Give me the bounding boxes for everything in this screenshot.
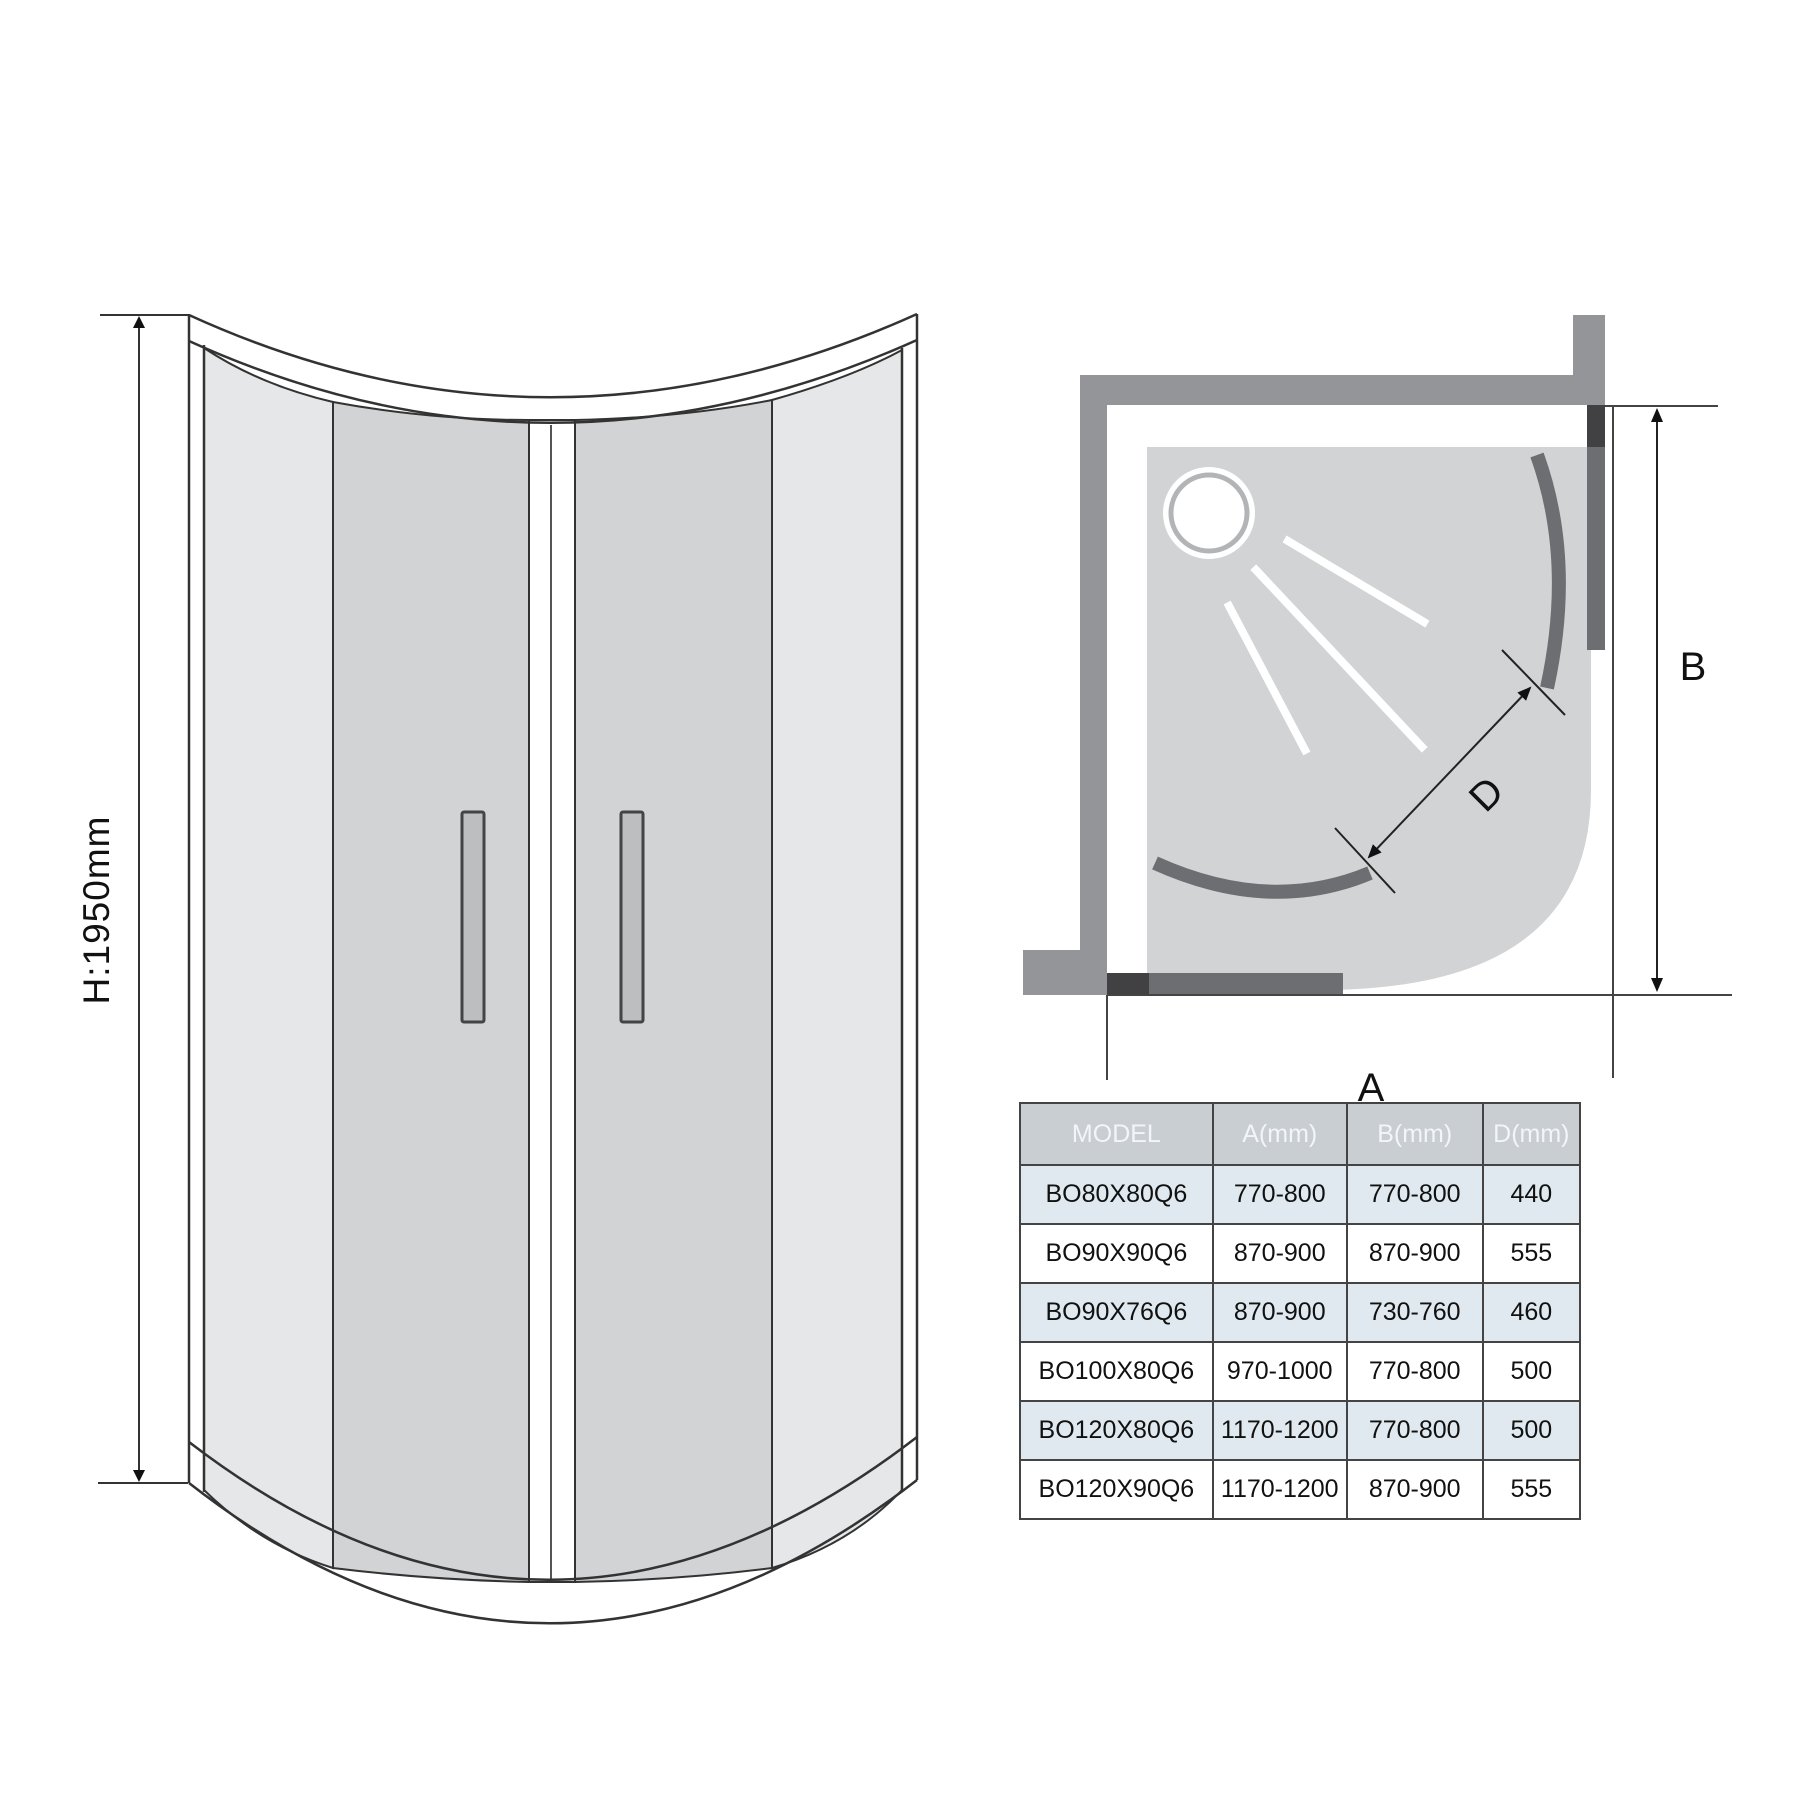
cell-model: BO100X80Q6 (1019, 1341, 1214, 1402)
door-handle-right (619, 810, 645, 1024)
cell-model: BO120X90Q6 (1019, 1459, 1214, 1520)
post-bottom (1107, 973, 1149, 995)
glass-panels (203, 346, 903, 1584)
header-b: B(mm) (1345, 1102, 1484, 1166)
header-d: D(mm) (1481, 1102, 1582, 1166)
header-model: MODEL (1019, 1102, 1214, 1166)
cell-model: BO90X76Q6 (1019, 1282, 1214, 1343)
cell-a: 1170-1200 (1211, 1400, 1348, 1461)
cell-a: 970-1000 (1211, 1341, 1348, 1402)
header-a: A(mm) (1211, 1102, 1348, 1166)
cell-d: 500 (1481, 1341, 1582, 1402)
table-row: BO120X80Q6 1170-1200 770-800 500 (1019, 1400, 1582, 1461)
enclosure-elevation (98, 312, 919, 1625)
cell-b: 730-760 (1345, 1282, 1484, 1343)
door-arc-right (1530, 452, 1566, 690)
cell-d: 460 (1481, 1282, 1582, 1343)
post-right (1587, 405, 1605, 447)
enclosure-frame (187, 312, 919, 1625)
cell-b: 770-800 (1345, 1341, 1484, 1402)
cell-b: 770-800 (1345, 1164, 1484, 1225)
cell-model: BO120X80Q6 (1019, 1400, 1214, 1461)
table-header-row: MODEL A(mm) B(mm) D(mm) (1019, 1102, 1582, 1166)
cell-model: BO90X90Q6 (1019, 1223, 1214, 1284)
table-row: BO100X80Q6 970-1000 770-800 500 (1019, 1341, 1582, 1402)
cell-a: 1170-1200 (1211, 1459, 1348, 1520)
cell-d: 555 (1481, 1459, 1582, 1520)
dimension-lines (1106, 405, 1732, 1080)
cell-d: 500 (1481, 1400, 1582, 1461)
table-row: BO90X76Q6 870-900 730-760 460 (1019, 1282, 1582, 1343)
door-arc-bottom (1152, 856, 1373, 899)
model-size-table: MODEL A(mm) B(mm) D(mm) BO80X80Q6 770-80… (1019, 1102, 1582, 1520)
cell-model: BO80X80Q6 (1019, 1164, 1214, 1225)
cell-a: 870-900 (1211, 1223, 1348, 1284)
cell-a: 870-900 (1211, 1282, 1348, 1343)
cell-b: 770-800 (1345, 1400, 1484, 1461)
cell-d: 555 (1481, 1223, 1582, 1284)
cell-b: 870-900 (1345, 1223, 1484, 1284)
dimension-b-label: B (1679, 645, 1707, 689)
cell-b: 870-900 (1345, 1459, 1484, 1520)
rail-right (1587, 445, 1605, 650)
wall (1023, 315, 1605, 995)
height-dimension (98, 314, 190, 1484)
table-row: BO80X80Q6 770-800 770-800 440 (1019, 1164, 1582, 1225)
door-handle-left (460, 810, 486, 1024)
cell-a: 770-800 (1211, 1164, 1348, 1225)
table-row: BO90X90Q6 870-900 870-900 555 (1019, 1223, 1582, 1284)
rail-bottom (1149, 973, 1343, 995)
plan-view (1023, 315, 1732, 1080)
table-row: BO120X90Q6 1170-1200 870-900 555 (1019, 1459, 1582, 1520)
cell-d: 440 (1481, 1164, 1582, 1225)
drain-icon (1163, 467, 1255, 559)
